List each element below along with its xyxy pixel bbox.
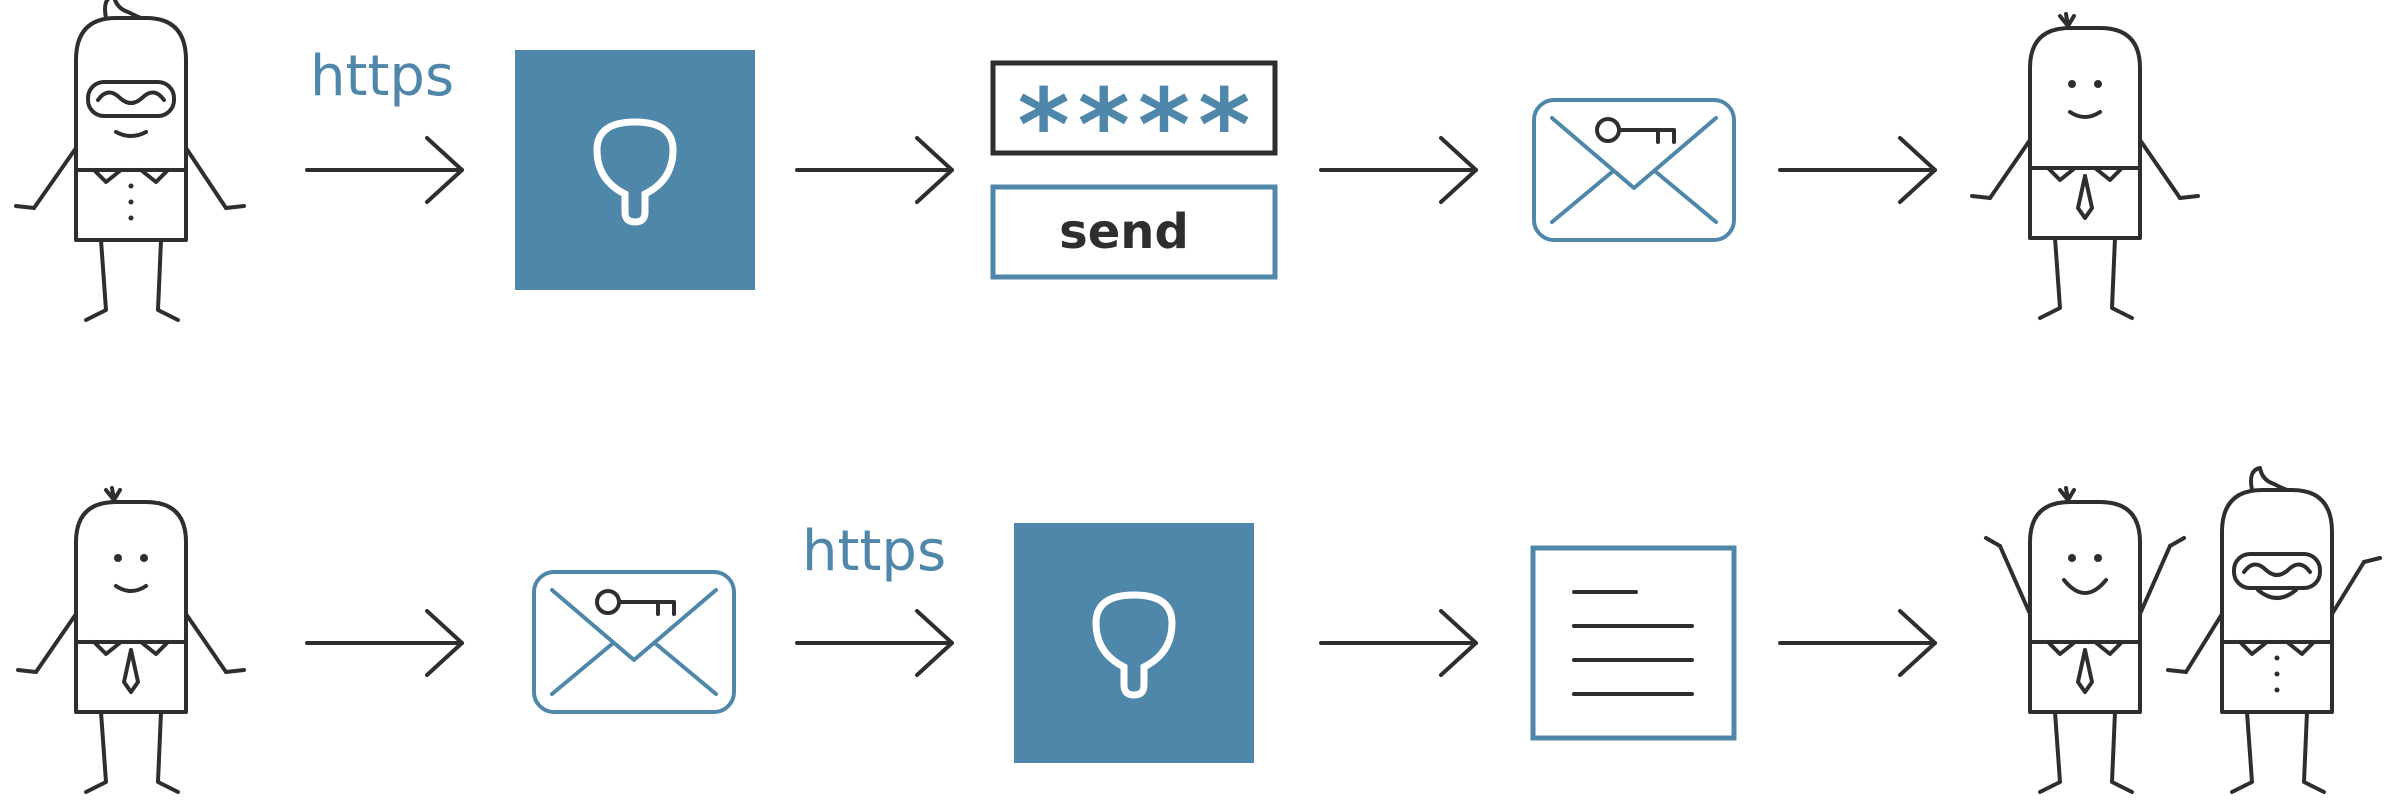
arrow-right-icon [1319,609,1478,677]
arrow-right-icon [1778,609,1937,677]
sender-masked-person-icon [14,0,246,322]
recipient-person-icon [1970,12,2200,320]
arrow-right-icon [1319,136,1478,204]
document-icon [1530,545,1737,741]
arrow-right-icon [305,136,464,204]
https-label-row2: https [802,519,946,584]
arrow-right-icon [795,136,954,204]
password-mask: **** [1014,67,1255,184]
send-button: send [990,184,1278,280]
password-field: **** [990,60,1278,184]
https-label-row1: https [310,44,454,109]
arrow-right-icon [1778,136,1937,204]
masked-person-celebrating-icon [2166,466,2382,794]
arrow-right-icon [305,609,464,677]
recipient-celebrating-person-icon [1984,486,2186,794]
arrow-right-icon [795,609,954,677]
sender-person-icon [16,486,246,794]
keyhole-lock-icon [515,50,755,290]
envelope-with-key-icon [532,570,736,714]
envelope-with-key-icon [1532,98,1736,242]
send-button-label: send [1059,204,1189,260]
keyhole-lock-icon [1014,523,1254,763]
